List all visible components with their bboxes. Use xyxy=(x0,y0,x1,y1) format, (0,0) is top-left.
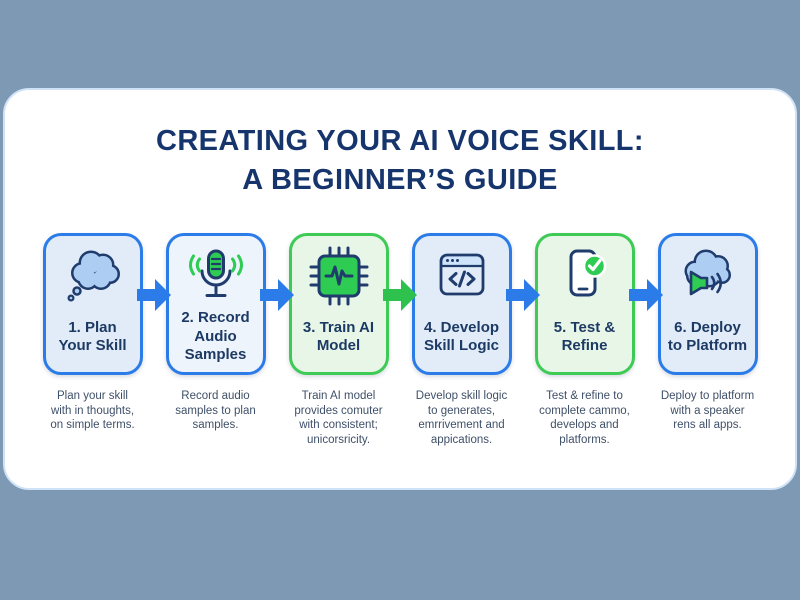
step-3-train-ai-model: 3. Train AI Model Train AI model provide… xyxy=(288,233,389,447)
step-4-box: 4. Develop Skill Logic xyxy=(411,233,512,375)
microphone-icon xyxy=(186,244,246,308)
step-5-box: 5. Test & Refine xyxy=(534,233,635,375)
step-2-box: 2. Record Audio Samples xyxy=(165,233,266,375)
ai-chip-icon xyxy=(309,244,369,308)
step-5-description: Test & refine to complete cammo, develop… xyxy=(539,390,630,446)
code-window-icon xyxy=(432,244,492,308)
process-flow: 1. Plan Your Skill Plan your skill with … xyxy=(5,233,795,447)
step-4-label: 4. Develop Skill Logic xyxy=(423,318,500,355)
arrow-shape xyxy=(506,279,540,311)
phone-check-icon xyxy=(555,244,615,308)
infographic-card: CREATING YOUR AI VOICE SKILL: A BEGINNER… xyxy=(3,88,797,490)
step-1-label: 1. Plan Your Skill xyxy=(58,318,127,355)
page-title-line-1: CREATING YOUR AI VOICE SKILL: xyxy=(156,125,644,157)
step-1-description: Plan your skill with in thoughts, on sim… xyxy=(50,390,135,431)
arrow-shape xyxy=(137,279,171,311)
step-1-box: 1. Plan Your Skill xyxy=(42,233,143,375)
step-3-box: 3. Train AI Model xyxy=(288,233,389,375)
flow-arrow-5 xyxy=(629,277,663,313)
arrow-shape xyxy=(260,279,294,311)
step-6-deploy-to-platform: 6. Deploy to Platform Deploy to platform… xyxy=(657,233,758,433)
step-5-label: 5. Test & Refine xyxy=(553,318,616,355)
arrow-shape xyxy=(629,279,663,311)
page-title: CREATING YOUR AI VOICE SKILL: A BEGINNER… xyxy=(5,122,795,200)
step-3-label: 3. Train AI Model xyxy=(302,318,375,355)
cloud-speaker-icon xyxy=(678,244,738,308)
step-1-plan-your-skill: 1. Plan Your Skill Plan your skill with … xyxy=(42,233,143,433)
step-3-description: Train AI model provides comuter with con… xyxy=(294,390,383,446)
step-4-develop-skill-logic: 4. Develop Skill Logic Develop skill log… xyxy=(411,233,512,447)
step-5-test-and-refine: 5. Test & Refine Test & refine to comple… xyxy=(534,233,635,447)
page-title-line-2: A BEGINNER’S GUIDE xyxy=(242,164,558,196)
step-6-label: 6. Deploy to Platform xyxy=(667,318,748,355)
step-6-description: Deploy to platform with a speaker rens a… xyxy=(660,390,755,431)
flow-arrow-4 xyxy=(506,277,540,313)
thought-cloud-icon xyxy=(63,244,123,308)
flow-arrow-1 xyxy=(137,277,171,313)
step-6-box: 6. Deploy to Platform xyxy=(657,233,758,375)
step-2-description: Record audio samples to plan samples. xyxy=(175,390,256,431)
flow-arrow-3 xyxy=(383,277,417,313)
step-2-record-audio-samples: 2. Record Audio Samples Record audio sam… xyxy=(165,233,266,433)
step-2-label: 2. Record Audio Samples xyxy=(181,309,250,364)
arrow-shape xyxy=(383,279,417,311)
step-4-description: Develop skill logic to generates, emrriv… xyxy=(415,390,508,446)
flow-arrow-2 xyxy=(260,277,294,313)
